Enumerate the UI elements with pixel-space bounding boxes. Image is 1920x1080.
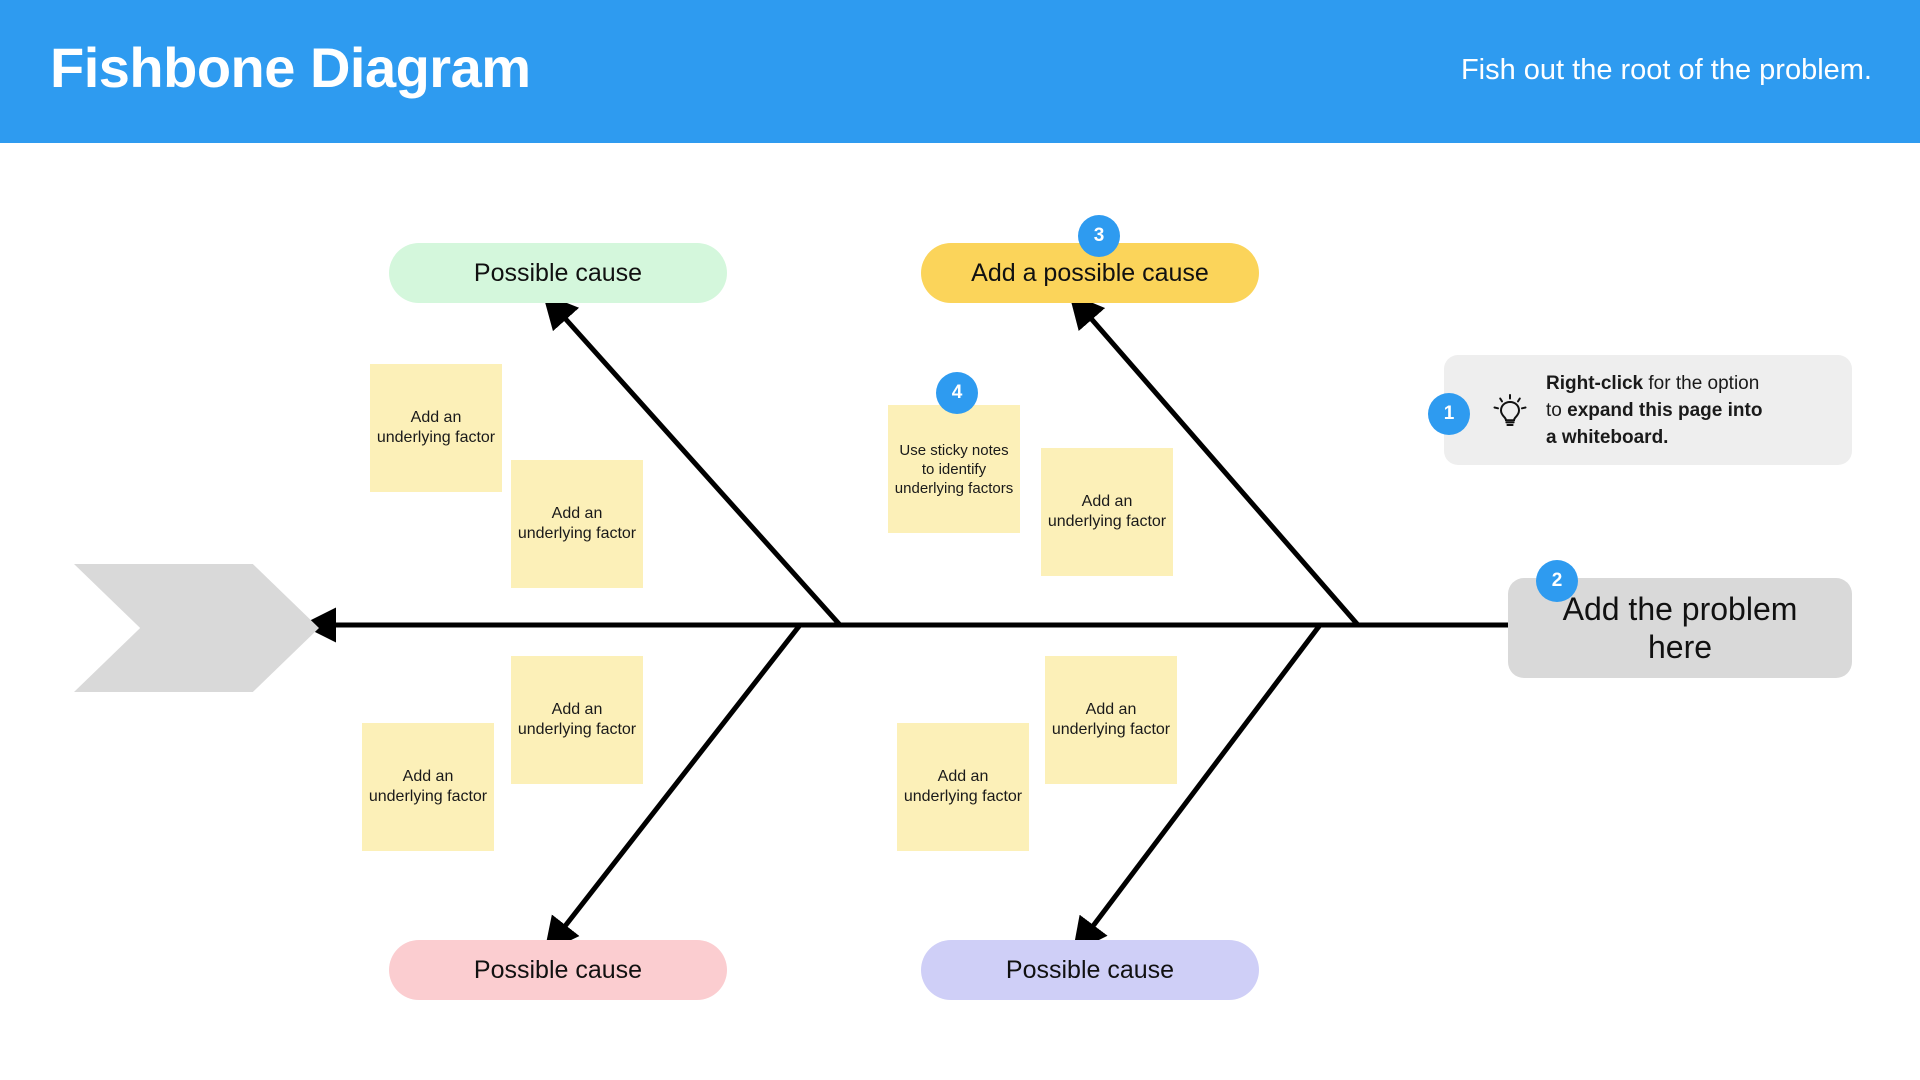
sticky-note-text: Add an underlying factor [368,768,488,805]
fish-tail-shape[interactable] [74,564,319,692]
page-title: Fishbone Diagram [50,36,531,99]
sticky-note[interactable]: Add an underlying factor [370,364,502,492]
sticky-note[interactable]: Add an underlying factor [362,723,494,851]
sticky-note-text: Add an underlying factor [903,768,1023,805]
tooltip-line1-bold: Right-click [1546,372,1644,394]
cause-label: Possible cause [473,259,643,287]
sticky-note-text: Add an underlying factor [1051,701,1171,738]
sticky-note-text: Add an underlying factor [376,409,496,446]
cause-label: Possible cause [473,956,643,984]
sticky-note[interactable]: Add an underlying factor [1045,656,1177,784]
cause-label: Possible cause [1005,956,1175,984]
page-tagline: Fish out the root of the problem. [1460,54,1872,86]
sticky-note[interactable]: Add an underlying factor [1041,448,1173,576]
page-header: Fishbone Diagram Fish out the root of th… [0,0,1920,143]
tooltip-line3-bold: a whiteboard. [1546,426,1669,448]
cause-pill-bottom-left[interactable]: Possible cause [389,940,727,1000]
sticky-note-text: Add an underlying factor [517,505,637,542]
cause-pill-top-left[interactable]: Possible cause [389,243,727,303]
cause-label: Add a possible cause [971,259,1209,287]
tooltip-line2-rest: to [1546,399,1568,421]
tooltip-line1-rest: for the option [1643,372,1760,394]
sticky-note[interactable]: Add an underlying factor [897,723,1029,851]
tooltip-line2-bold: expand this page into [1567,399,1763,421]
sticky-note[interactable]: Add an underlying factor [511,656,643,784]
badge-2[interactable]: 2 [1536,560,1578,602]
sticky-note-text: Add an underlying factor [517,701,637,738]
badge-1[interactable]: 1 [1428,393,1470,435]
badge-4[interactable]: 4 [936,372,978,414]
lightbulb-icon [1488,388,1532,432]
badge-3[interactable]: 3 [1078,215,1120,257]
tooltip-text: Right-click for the option to expand thi… [1546,370,1762,451]
problem-label: Add the problem here [1562,591,1798,665]
tooltip-callout: Right-click for the option to expand thi… [1444,355,1852,465]
sticky-note[interactable]: Add an underlying factor [511,460,643,588]
sticky-note-text: Add an underlying factor [1047,493,1167,530]
sticky-note-text: Use sticky notes to identify underlying … [894,441,1014,497]
sticky-note[interactable]: Use sticky notes to identify underlying … [888,405,1020,533]
cause-pill-bottom-right[interactable]: Possible cause [921,940,1259,1000]
